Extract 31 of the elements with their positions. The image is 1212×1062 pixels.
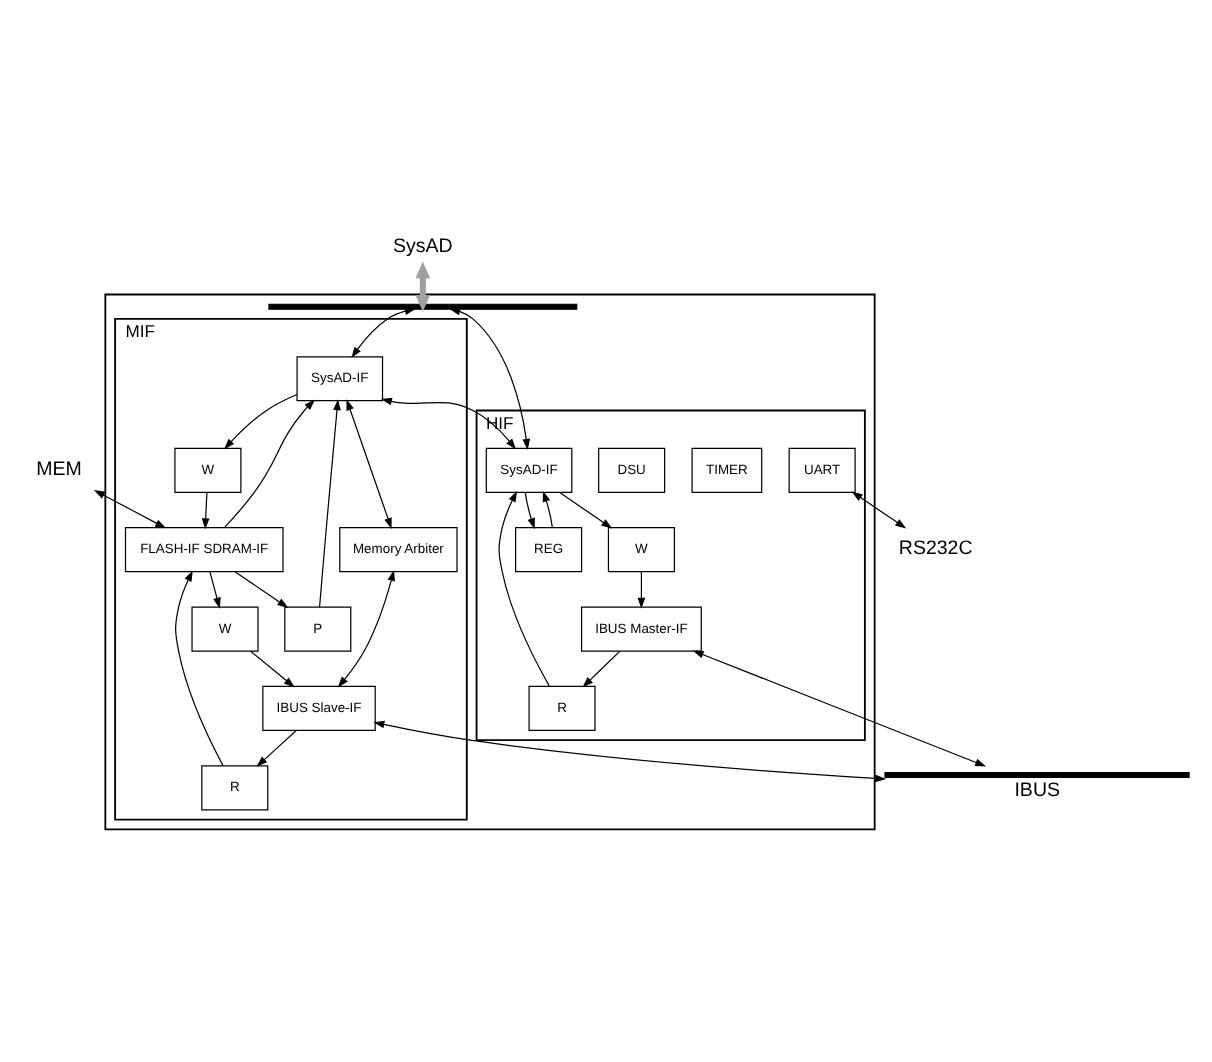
arrow bbox=[250, 649, 295, 687]
node-text: RS232C bbox=[898, 537, 973, 560]
node-label: IBUS bbox=[1014, 779, 1060, 802]
arrow bbox=[851, 490, 907, 528]
arrow bbox=[351, 306, 416, 357]
arrow bbox=[256, 729, 297, 766]
arrow bbox=[380, 396, 517, 449]
arrow bbox=[234, 570, 289, 607]
arrow bbox=[637, 570, 646, 608]
arrow bbox=[542, 489, 553, 528]
arrow bbox=[692, 649, 987, 766]
node-text: MEM bbox=[36, 457, 82, 480]
arrow bbox=[582, 649, 621, 687]
arrow bbox=[449, 306, 531, 449]
arrow bbox=[209, 570, 221, 608]
arrow bbox=[337, 568, 395, 687]
arrow bbox=[346, 398, 392, 528]
arrow bbox=[175, 569, 224, 766]
arrow bbox=[559, 490, 613, 528]
arrow bbox=[318, 398, 341, 607]
arrow bbox=[373, 719, 887, 782]
node-bar bbox=[268, 302, 578, 309]
arrow bbox=[224, 398, 316, 527]
arrow bbox=[224, 392, 298, 449]
arrow bbox=[201, 490, 210, 529]
arrow bbox=[415, 260, 431, 311]
arrow bbox=[93, 489, 167, 528]
node-bar bbox=[884, 770, 1190, 778]
arrow bbox=[498, 489, 550, 686]
arrow bbox=[524, 490, 535, 529]
node-text: SysAD bbox=[393, 234, 453, 257]
